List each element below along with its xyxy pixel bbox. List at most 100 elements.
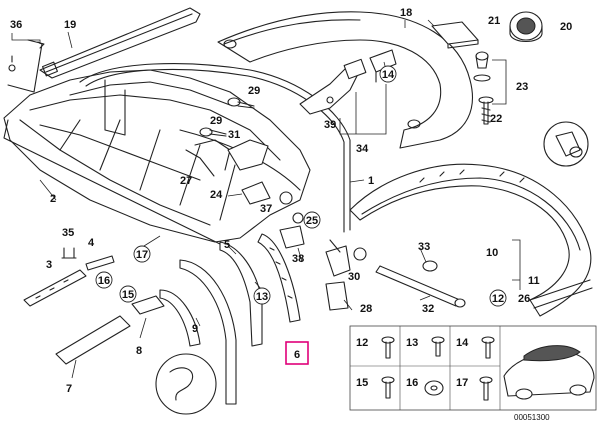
callout-24: 24 [210,189,223,201]
callout-33: 33 [418,241,430,253]
screw-icon [481,336,495,359]
part-29-bolt-b[interactable] [199,127,227,137]
part-7-strip[interactable] [55,315,131,365]
callout-9: 9 [192,323,198,335]
hardware-legend [349,325,597,411]
leader-34 [339,84,387,135]
callout-2: 2 [50,193,56,205]
detail-circle-bottom [155,353,217,415]
callout-28: 28 [360,303,372,315]
callout-37: 37 [260,203,272,215]
callout-17: 17 [136,249,148,261]
part-35-clip[interactable] [61,247,77,259]
leader-10-11 [512,239,521,290]
detail-circle-right [543,121,589,167]
callout-26: 26 [518,293,530,305]
part-10-side-rail[interactable] [349,163,592,317]
part-18-rear-cover[interactable] [217,11,473,149]
part-13-trim[interactable] [219,241,263,347]
callout-3: 3 [46,259,52,271]
part-30-hinge[interactable] [325,239,367,277]
legend-labels: 12 13 14 15 16 17 [356,337,469,389]
callout-labels: 36 19 18 21 20 14 23 22 29 29 31 39 34 1… [10,7,572,395]
callout-12: 12 [492,293,504,305]
callout-5: 5 [224,239,230,251]
washer-icon [424,380,444,396]
callout-27: 27 [180,175,192,187]
part-31-bracket[interactable] [227,139,269,171]
callout-15: 15 [122,289,134,301]
callout-25: 25 [306,215,318,227]
part-33-rod[interactable] [375,260,466,308]
part-19-trim-bar[interactable] [39,7,201,79]
leader-36 [11,33,41,44]
part-11-seal[interactable] [529,279,593,309]
callout-39: 39 [324,119,336,131]
callout-21: 21 [488,15,500,27]
diagram-part-number: 00051300 [514,413,550,422]
screw-icon [381,376,395,399]
part-37-nut[interactable] [279,191,293,205]
legend-13: 13 [406,337,418,349]
part-21-pad[interactable] [431,21,479,49]
part-23-bush[interactable] [473,51,491,82]
highlighted-callout-box [285,341,309,365]
part-8-pad[interactable] [131,295,165,315]
legend-17: 17 [456,377,468,389]
callout-circle-15 [119,285,137,303]
part-25-washer[interactable] [292,212,304,224]
part-5-bracket[interactable] [279,225,305,249]
car-thumbnail [503,345,595,400]
part-20-grommet[interactable] [509,11,543,43]
screw-icon [381,336,395,359]
callout-36: 36 [10,19,22,31]
callout-6[interactable]: 6 [294,349,300,361]
callout-circle-25 [303,211,321,229]
part-2-top-frame[interactable] [3,69,311,245]
callout-18: 18 [400,7,412,19]
callout-30: 30 [348,271,360,283]
callout-11: 11 [528,275,540,287]
callout-23: 23 [516,81,528,93]
part-27-pin[interactable] [185,149,215,177]
callout-circle-17 [133,245,151,263]
callout-19: 19 [64,19,76,31]
part-24-plate[interactable] [241,181,271,205]
callout-13: 13 [256,291,268,303]
legend-12: 12 [356,337,368,349]
callout-circle-12 [489,289,507,307]
callout-4: 4 [88,237,95,249]
callout-32: 32 [422,303,434,315]
part-22-screw[interactable] [478,96,494,125]
legend-14: 14 [456,337,469,349]
callout-8: 8 [136,345,142,357]
callout-38: 38 [292,253,304,265]
callout-16: 16 [98,275,110,287]
part-36-bracket[interactable] [7,39,45,93]
screw-icon [479,376,493,401]
leader-23-22 [492,59,507,105]
callout-circle-16 [95,271,113,289]
part-3-strip[interactable] [23,269,87,307]
callout-29-b: 29 [210,115,222,127]
part-28-clip[interactable] [325,281,349,311]
callout-35: 35 [62,227,74,239]
part-4-clip[interactable] [85,255,115,271]
callout-31: 31 [228,129,240,141]
callout-22: 22 [490,113,502,125]
screw-icon [431,336,445,357]
part-9-trim[interactable] [159,259,237,405]
legend-15: 15 [356,377,368,389]
legend-16: 16 [406,377,418,389]
callout-34: 34 [356,143,369,155]
callout-10: 10 [486,247,498,259]
part-29-bolt-a[interactable] [227,97,255,109]
callout-circle-14 [379,65,397,83]
callout-29-a: 29 [248,85,260,97]
part-6-trim[interactable] [257,233,301,323]
callout-1: 1 [368,175,374,187]
callout-20: 20 [560,21,572,33]
part-39-latch[interactable] [299,58,367,115]
